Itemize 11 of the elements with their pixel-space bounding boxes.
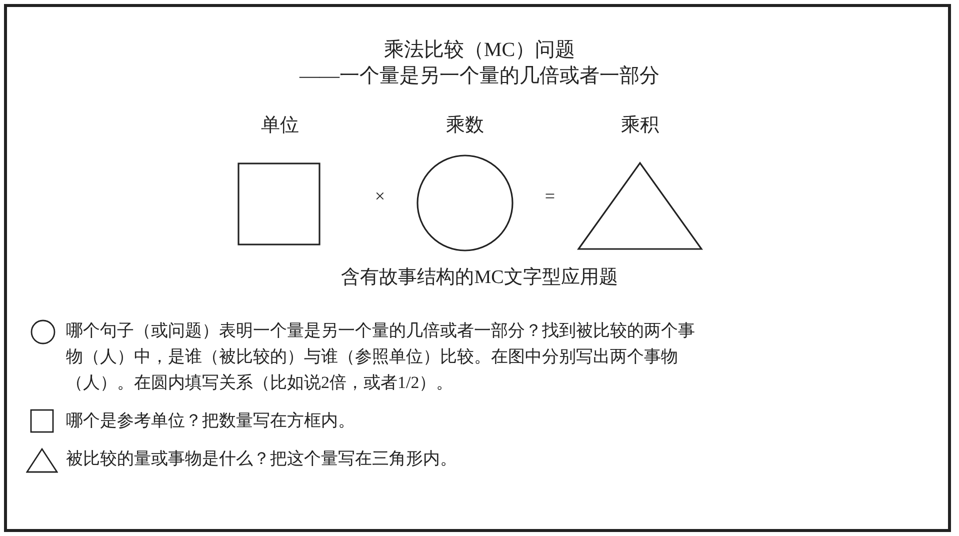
shape-heading: 乘积 [620,114,660,138]
title: 乘法比较（MC）问题 [382,38,576,63]
instruction-text: 哪个是参考单位？把数量写在方框内。 [66,410,356,432]
times-sign: × [374,186,386,207]
instruction-text: 哪个句子（或问题）表明一个量是另一个量的几倍或者一部分？找到被比较的两个事物（人）中，是谁（被比较的）与谁（参照单位）比较。在图中分别写出两个事物（人）。在圆内填写关系（比如说2倍，或者1/2）。 [66,320,696,394]
equals-sign: = [544,186,556,207]
shape-heading: 单位 [260,114,300,138]
subtitle: ——一个量是另一个量的几倍或者一部分 [298,64,660,89]
shape-heading: 乘数 [445,114,485,138]
instruction-text: 被比较的量或事物是什么？把这个量写在三角形内。 [66,448,458,470]
caption: 含有故事结构的MC文字型应用题 [340,266,619,290]
